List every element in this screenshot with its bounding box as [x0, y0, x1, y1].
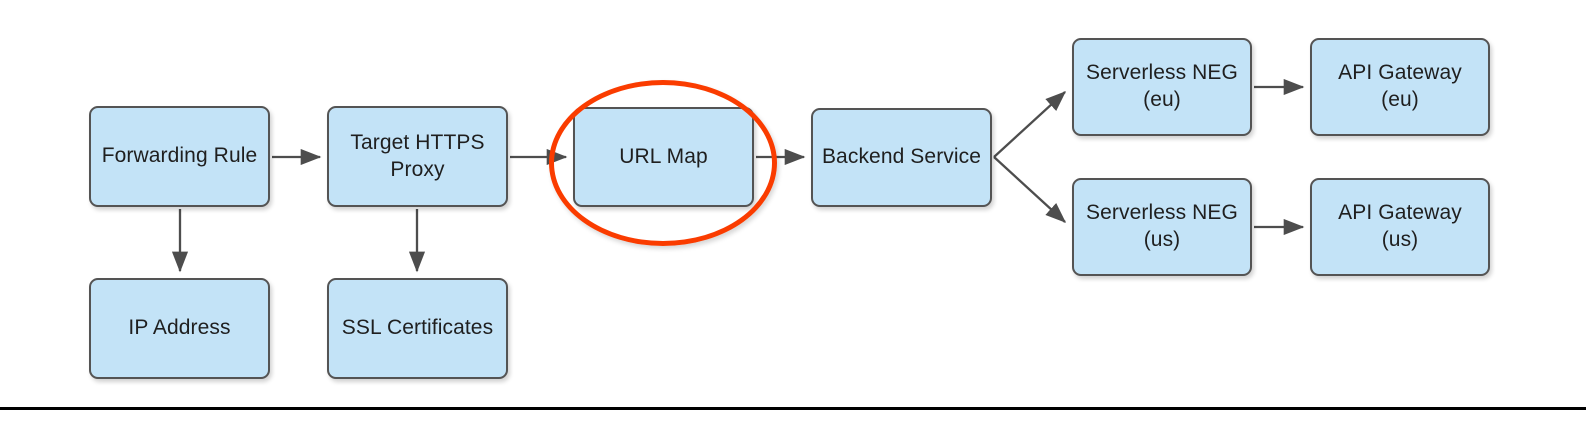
node-url-map-label: URL Map	[619, 144, 708, 168]
node-ssl-certificates-label: SSL Certificates	[341, 316, 494, 340]
node-api-gateway-us[interactable]: API Gateway (us)	[1310, 178, 1490, 276]
connector-backend-to-neg-us	[993, 156, 1067, 223]
node-api-gateway-us-label: API Gateway (us)	[1338, 201, 1462, 251]
node-serverless-neg-us[interactable]: Serverless NEG (us)	[1072, 178, 1252, 276]
node-backend-service[interactable]: Backend Service	[811, 108, 992, 207]
node-forwarding-rule[interactable]: Forwarding Rule	[89, 106, 270, 207]
bottom-divider	[0, 407, 1586, 410]
node-target-https-proxy[interactable]: Target HTTPS Proxy	[327, 106, 508, 207]
node-serverless-neg-eu-label: Serverless NEG (eu)	[1086, 61, 1238, 111]
node-ip-address-label: IP Address	[128, 316, 231, 340]
node-forwarding-rule-label: Forwarding Rule	[101, 144, 258, 168]
node-backend-service-label: Backend Service	[821, 145, 982, 169]
node-api-gateway-eu[interactable]: API Gateway (eu)	[1310, 38, 1490, 136]
node-target-https-proxy-label: Target HTTPS Proxy	[350, 130, 485, 181]
node-url-map[interactable]: URL Map	[573, 107, 754, 207]
node-serverless-neg-us-label: Serverless NEG (us)	[1086, 201, 1238, 251]
node-ip-address[interactable]: IP Address	[89, 278, 270, 379]
node-api-gateway-eu-label: API Gateway (eu)	[1338, 61, 1462, 111]
node-ssl-certificates[interactable]: SSL Certificates	[327, 278, 508, 379]
connector-backend-to-neg-eu	[993, 91, 1067, 158]
node-serverless-neg-eu[interactable]: Serverless NEG (eu)	[1072, 38, 1252, 136]
